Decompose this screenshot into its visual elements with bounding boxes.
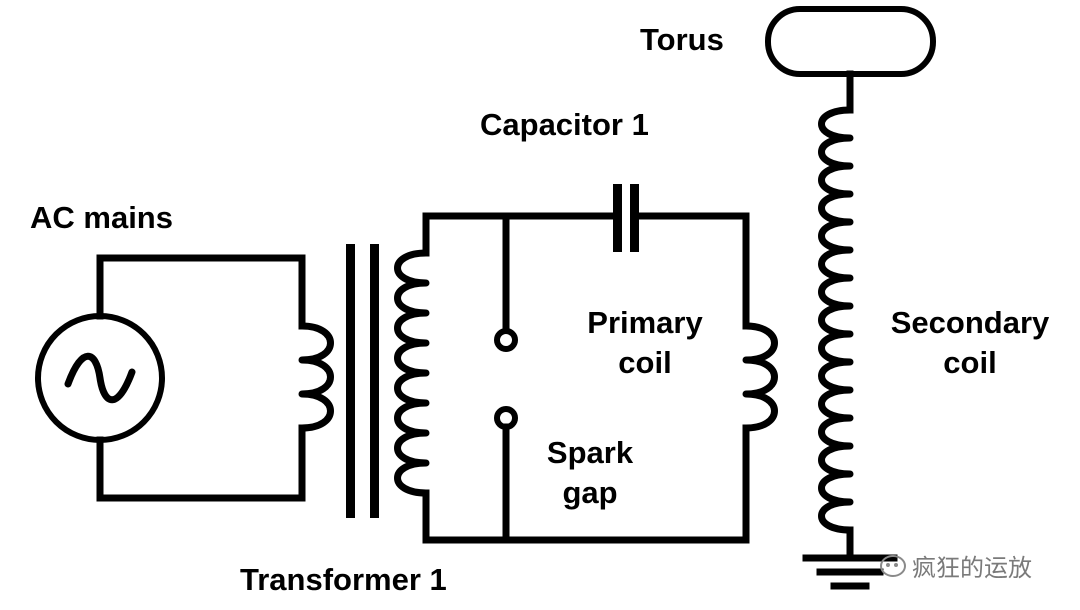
capacitor-plate-left xyxy=(613,184,622,252)
spark-gap-upper-electrode xyxy=(494,328,518,352)
secondary-coil-winding xyxy=(818,106,854,534)
watermark: 疯狂的运放 xyxy=(880,548,1032,583)
label-primary-coil-line1: Primary xyxy=(587,305,703,340)
tank-bottom-wire xyxy=(422,424,750,544)
watermark-text: 疯狂的运放 xyxy=(912,554,1032,582)
tank-top-wire-left xyxy=(422,212,616,257)
label-secondary-coil-line1: Secondary xyxy=(890,305,1050,340)
tank-top-wire-right xyxy=(636,212,750,330)
mains-top-wire xyxy=(96,254,306,330)
label-primary-coil: Primary coil xyxy=(580,303,710,383)
transformer-secondary-winding xyxy=(394,249,430,497)
label-secondary-coil: Secondary coil xyxy=(880,303,1060,383)
label-spark-gap-line1: Spark xyxy=(546,435,634,470)
primary-coil-winding xyxy=(742,322,778,432)
label-ac-mains: AC mains xyxy=(30,200,173,235)
sine-wave-icon xyxy=(64,352,136,404)
label-transformer: Transformer 1 xyxy=(240,562,447,597)
label-capacitor: Capacitor 1 xyxy=(480,107,649,142)
mains-bottom-wire xyxy=(96,424,306,502)
transformer-primary-winding xyxy=(298,322,334,432)
label-torus: Torus xyxy=(640,22,724,57)
capacitor-plate-right xyxy=(630,184,639,252)
wechat-icon xyxy=(880,554,906,577)
transformer-core-bar-left xyxy=(346,244,355,518)
label-spark-gap: Spark gap xyxy=(535,433,645,513)
torus-symbol xyxy=(765,6,936,77)
label-secondary-coil-line2: coil xyxy=(943,345,997,380)
transformer-core-bar-right xyxy=(370,244,379,518)
label-primary-coil-line2: coil xyxy=(618,345,672,380)
label-spark-gap-line2: gap xyxy=(562,475,618,510)
